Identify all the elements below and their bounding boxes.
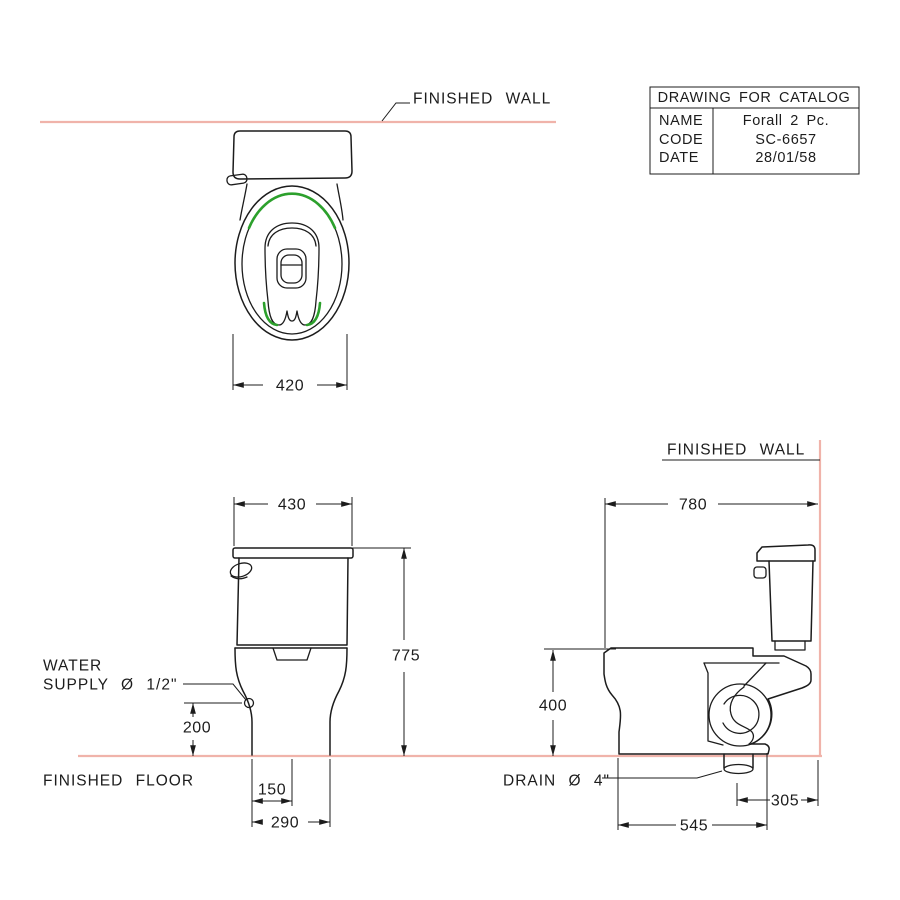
water-supply-leader (183, 683, 247, 701)
plan-bowl-opening (264, 222, 320, 326)
side-bowl-back-cavity (703, 662, 724, 746)
side-base-depth-dimension: 545 (617, 753, 768, 835)
side-flush-lever (753, 566, 767, 579)
front-height-dimension: 775 (352, 547, 420, 756)
side-bowl-inner-diagonal (743, 662, 767, 687)
front-width-dimension: 430 (233, 497, 353, 546)
title-block: DRAWING FOR CATALOG NAME Forall 2 Pc. CO… (649, 86, 860, 175)
finished-wall-top-text: FINISHED WALL (413, 91, 551, 108)
side-depth-dim-text: 780 (679, 497, 707, 514)
front-tank-body (236, 557, 349, 646)
plan-opening-rim-line (267, 227, 317, 247)
side-drain-offset-dimension: 305 (736, 760, 819, 810)
front-water-supply-point (243, 697, 255, 709)
front-supply-height-dimension: 200 (183, 702, 242, 756)
title-block-label-date: DATE (659, 150, 699, 166)
finished-wall-side-label: FINISHED WALL (662, 442, 820, 461)
plan-width-dim-text: 420 (276, 378, 304, 395)
title-block-label-name: NAME (659, 113, 703, 129)
side-tank-lid (756, 544, 816, 562)
plan-seat-accent-left-lobe (262, 301, 279, 327)
plan-seat-accent-top-arc (247, 192, 337, 230)
title-block-value-code: SC-6657 (755, 132, 816, 148)
title-block-label-code: CODE (659, 132, 703, 148)
water-supply-text-line1: WATER (43, 658, 102, 675)
front-tank-lid (232, 547, 354, 559)
plan-flush-valve-inner (280, 254, 303, 284)
front-bowl-left-profile (234, 647, 253, 756)
side-bowl-height-dimension: 400 (539, 648, 616, 756)
title-block-title: DRAWING FOR CATALOG (658, 90, 851, 106)
front-flush-lever (229, 562, 253, 578)
plan-seat-outer-ring (234, 185, 350, 341)
finished-floor-text: FINISHED FLOOR (43, 773, 194, 790)
finished-wall-top-leader (381, 102, 410, 122)
reference-lines (40, 120, 822, 758)
side-view: FINISHED WALL 780 400 (503, 442, 820, 835)
front-seat-hinge-notch (272, 647, 312, 661)
water-supply-label: WATER SUPPLY Ø 1/2" (43, 658, 247, 701)
side-tank-body (768, 560, 814, 642)
side-trapway-inner-arc (722, 694, 760, 735)
side-trapway-outer-circle (708, 683, 772, 747)
base-depth-extension-lines (617, 753, 768, 830)
plan-bowl-side-lines (239, 183, 344, 221)
plan-width-extension-lines (232, 334, 348, 390)
finished-wall-side-text: FINISHED WALL (667, 442, 805, 459)
plan-seat-accent-right-lobe (305, 301, 322, 327)
front-view: 430 775 200 150 290 WATER SUPPLY Ø 1/2" (43, 497, 420, 832)
side-drain-pipe-sides (723, 753, 754, 769)
plan-width-dimension: 420 (232, 334, 348, 395)
supply-offset-dim-text: 150 (258, 782, 286, 799)
supply-height-dim-text: 200 (183, 720, 211, 737)
water-supply-text-line2: SUPPLY Ø 1/2" (43, 677, 177, 694)
title-block-value-date: 28/01/58 (755, 150, 816, 166)
front-base-width-dimension: 290 (251, 815, 331, 832)
plan-tank-outline (232, 130, 353, 180)
plan-flush-lever (226, 173, 248, 186)
base-width-dim-text: 290 (271, 815, 299, 832)
drain-label: DRAIN Ø 4" (503, 770, 723, 790)
side-depth-dimension: 780 (604, 497, 818, 648)
front-offset-dimension: 150 (251, 759, 331, 827)
plan-flush-valve-outer (276, 248, 307, 289)
side-drain-pipe-mouth (723, 763, 754, 775)
bowl-height-dim-text: 400 (539, 698, 567, 715)
front-bowl-right-profile (329, 647, 348, 756)
front-flush-lever-detail (230, 575, 248, 580)
drain-offset-dim-text: 305 (771, 793, 799, 810)
finished-wall-top-label: FINISHED WALL (381, 91, 551, 122)
plan-view: 420 (226, 130, 353, 395)
title-block-border (649, 86, 860, 175)
front-width-dim-text: 430 (278, 497, 306, 514)
front-height-dim-text: 775 (392, 648, 420, 665)
side-trapway-channel-curve (729, 686, 755, 745)
side-tank-base-step (774, 640, 806, 651)
drain-leader (602, 770, 723, 779)
base-depth-dim-text: 545 (680, 818, 708, 835)
title-block-value-name: Forall 2 Pc. (743, 113, 830, 129)
drain-text: DRAIN Ø 4" (503, 773, 610, 790)
